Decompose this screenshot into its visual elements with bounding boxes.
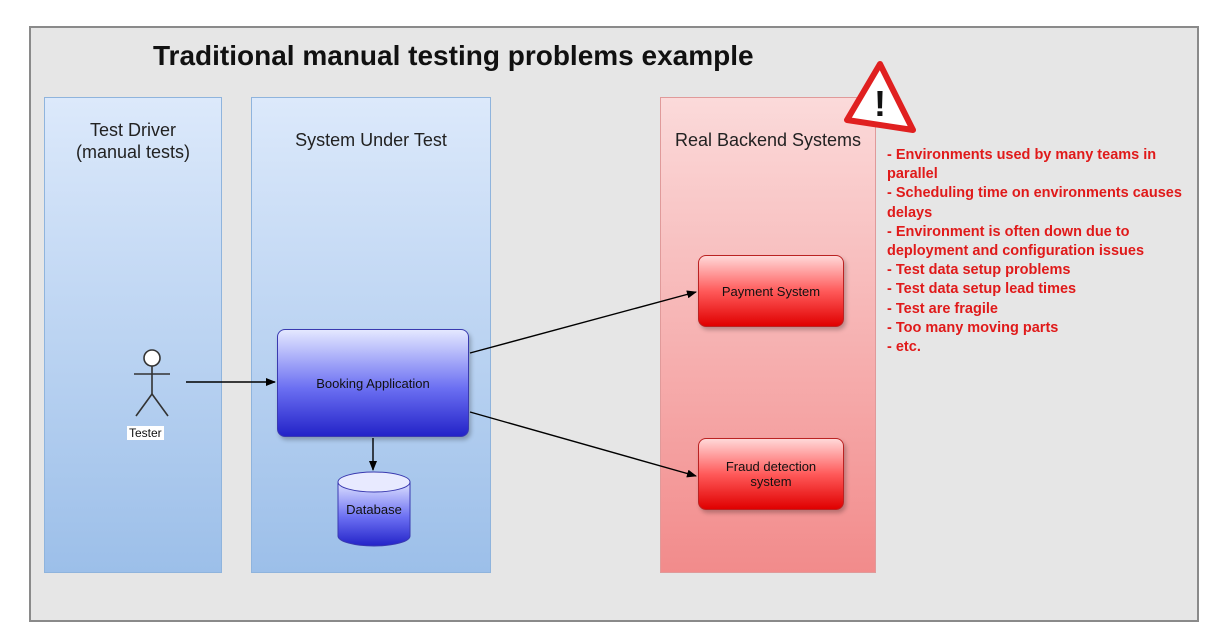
- booking-application-label: Booking Application: [316, 375, 430, 391]
- arrow-booking-to-fraud: [469, 411, 697, 478]
- lane-backend-label: Real Backend Systems: [674, 130, 862, 150]
- fraud-detection-box: Fraud detection system: [698, 438, 844, 510]
- warning-symbol: !: [874, 83, 886, 124]
- lane-test-driver: Test Driver (manual tests): [44, 97, 222, 573]
- tester-actor-icon: [134, 349, 170, 417]
- lane-system-under-test-label: System Under Test: [295, 130, 447, 150]
- payment-system-label: Payment System: [721, 283, 821, 299]
- payment-system-box: Payment System: [698, 255, 844, 327]
- problem-item: - Too many moving parts: [887, 319, 1059, 336]
- problem-item: - Test data setup problems: [887, 262, 1071, 279]
- fraud-detection-label: Fraud detection system: [725, 459, 817, 489]
- booking-application-box: Booking Application: [277, 329, 469, 437]
- diagram-frame: [29, 26, 1199, 622]
- lane-test-driver-label: Test Driver (manual tests): [75, 120, 191, 162]
- warning-icon: !: [844, 61, 916, 133]
- database-icon: [337, 471, 411, 547]
- problem-item: - etc.: [887, 339, 921, 356]
- arrow-booking-to-payment: [469, 290, 697, 354]
- database-label: Database: [346, 502, 402, 517]
- problem-item: - Test data setup lead times: [887, 281, 1077, 298]
- problem-item: - Scheduling time on environments causes…: [887, 185, 1182, 221]
- problem-item: - Test are fragile: [887, 300, 998, 317]
- problem-item: - Environments used by many teams in par…: [887, 147, 1157, 183]
- problem-item: - Environment is often down due to deplo…: [887, 223, 1145, 260]
- diagram-title: Traditional manual testing problems exam…: [153, 40, 754, 71]
- problems-list: - Environments used by many teams in par…: [887, 146, 1187, 357]
- tester-label: Tester: [127, 426, 164, 440]
